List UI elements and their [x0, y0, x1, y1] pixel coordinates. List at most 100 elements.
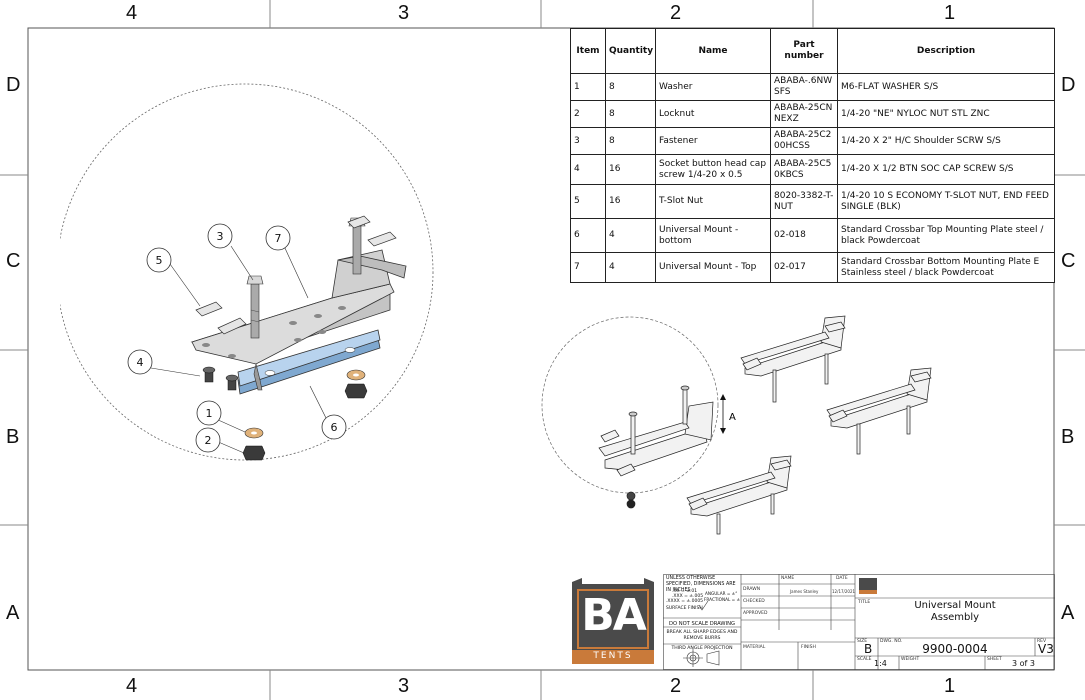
leader-lines — [150, 245, 331, 454]
bom-qty: 4 — [605, 218, 656, 253]
bom-desc: 1/4-20 "NE" NYLOC NUT STL ZNC — [837, 100, 1055, 128]
tb-rev: V3 — [1038, 642, 1054, 656]
bom-header-quantity: Quantity — [605, 28, 656, 74]
zone-left-c: C — [6, 250, 21, 272]
bom-qty: 8 — [605, 73, 656, 101]
bom-desc: 1/4-20 10 S ECONOMY T-SLOT NUT, END FEED… — [837, 184, 1055, 219]
bom-qty: 16 — [605, 184, 656, 219]
t-slot-nut — [347, 215, 371, 229]
bom-header-row: Item Quantity Name Part number Descripti… — [570, 28, 1055, 74]
tb-break-edges: BREAK ALL SHARP EDGES AND REMOVE BURRS — [666, 630, 738, 641]
tb-surface-finish: SURFACE FINISH — [666, 606, 703, 611]
zone-left-a: A — [6, 602, 20, 624]
bom-name: T-Slot Nut — [655, 184, 771, 219]
shoulder-bolt-long — [246, 275, 264, 339]
t-slot-nut — [195, 301, 223, 317]
mount-assembly-bottom — [686, 455, 792, 535]
tb-dwg-no: 9900-0004 — [922, 642, 988, 656]
tb-label-sheet: SHEET — [987, 657, 1002, 662]
table-row: 2 8 Locknut ABABA-25CNNEXZ 1/4-20 "NE" N… — [570, 100, 1055, 128]
tb-label-title: TITLE — [858, 600, 871, 605]
surface-finish-icon — [698, 600, 709, 611]
zone-right-c: C — [1061, 250, 1076, 272]
tb-scale: 1:4 — [874, 659, 887, 668]
tb-drawn-by: James Stanley — [790, 589, 819, 594]
tb-angular: ANGULAR = ±° — [705, 591, 738, 596]
exploded-detail-view — [60, 83, 434, 461]
bom-name: Fastener — [655, 127, 771, 155]
tb-title-line1: Universal Mount — [914, 600, 996, 611]
detail-a-marker: A — [720, 394, 736, 434]
bom-part: ABABA-25CNNEXZ — [770, 100, 838, 128]
bom-qty: 16 — [605, 154, 656, 185]
bom-part: ABABA-25C200HCSS — [770, 127, 838, 155]
bom-name: Washer — [655, 73, 771, 101]
mount-bottom-plate — [237, 329, 381, 395]
bom-qty: 4 — [605, 252, 656, 283]
zone-top-1: 1 — [944, 2, 956, 24]
zone-bottom-4: 4 — [126, 675, 138, 697]
bom-part: 02-018 — [770, 218, 838, 253]
zone-top-4: 4 — [126, 2, 138, 24]
button-head-screw — [202, 366, 216, 383]
title-block-grid — [663, 574, 1055, 670]
zone-left-d: D — [6, 74, 21, 96]
zone-top-2: 2 — [670, 2, 682, 24]
bom-desc: 1/4-20 X 1/2 BTN SOC CAP SCREW S/S — [837, 154, 1055, 185]
bom-item: 3 — [570, 127, 606, 155]
logo-banner: TENTS — [593, 651, 633, 661]
small-logo-icon — [859, 578, 877, 594]
tb-unless-note: UNLESS OTHERWISE SPECIFIED, DIMENSIONS A… — [666, 576, 736, 593]
bom-item: 4 — [570, 154, 606, 185]
tb-projection: THIRD ANGLE PROJECTION — [671, 646, 733, 651]
bom-desc: Standard Crossbar Top Mounting Plate ste… — [837, 218, 1055, 253]
bom-part: 02-017 — [770, 252, 838, 283]
tb-label-size: SIZE — [857, 639, 868, 644]
tb-tol-xxx: .XXX = ±.005 — [672, 594, 704, 599]
tb-title-line2: Assembly — [930, 612, 980, 623]
tb-label-dwg-no: DWG. NO. — [880, 639, 903, 644]
detail-a-circle — [541, 316, 719, 494]
table-row: 6 4 Universal Mount - bottom 02-018 Stan… — [570, 218, 1055, 253]
tb-label-finish: FINISH — [801, 645, 816, 650]
third-angle-projection-icon — [683, 649, 720, 667]
logo-shield-icon — [572, 578, 654, 664]
button-head-screw — [225, 374, 239, 391]
mount-in-detail-circle — [598, 385, 714, 509]
bom-item: 6 — [570, 218, 606, 253]
locknut — [242, 445, 266, 461]
tb-fractional: FRACTIONAL = ± — [704, 597, 740, 602]
bom-name: Locknut — [655, 100, 771, 128]
bom-header-name: Name — [655, 28, 771, 74]
tb-no-scale: DO NOT SCALE DRAWING — [668, 621, 735, 627]
tb-label-rev: REV — [1037, 639, 1047, 644]
table-row: 5 16 T-Slot Nut 8020-3382-T-NUT 1/4-20 1… — [570, 184, 1055, 219]
assembly-overview-view: A — [541, 315, 932, 535]
locknut — [344, 383, 368, 399]
zone-right-d: D — [1061, 74, 1076, 96]
tb-drawn-date: 12/17/2021 — [832, 589, 856, 594]
tb-label-checked: CHECKED — [743, 599, 765, 604]
tb-sheet: 3 of 3 — [1012, 659, 1035, 668]
bom-name: Universal Mount - bottom — [655, 218, 771, 253]
detail-circle — [60, 83, 434, 461]
zone-bottom-2: 2 — [670, 675, 682, 697]
company-logo: BA TENTS — [570, 578, 656, 665]
bom-part: 8020-3382-T-NUT — [770, 184, 838, 219]
mount-assembly-right — [826, 367, 932, 455]
bom-name: Universal Mount - Top — [655, 252, 771, 283]
zone-bottom-3: 3 — [398, 675, 410, 697]
bom-item: 5 — [570, 184, 606, 219]
table-row: 4 16 Socket button head cap screw 1/4-20… — [570, 154, 1055, 185]
mount-top-bracket — [190, 249, 407, 391]
bom-desc: M6-FLAT WASHER S/S — [837, 73, 1055, 101]
bom-header-item: Item — [570, 28, 606, 74]
t-slot-nut — [217, 317, 247, 335]
bom-qty: 8 — [605, 100, 656, 128]
tb-tol-xx: .XX = ±.01 — [672, 589, 698, 594]
bom-item: 2 — [570, 100, 606, 128]
bom-part: ABABA-.6NWSFS — [770, 73, 838, 101]
tb-label-approved: APPROVED — [743, 611, 768, 616]
bom-name: Socket button head cap screw 1/4-20 x 0.… — [655, 154, 771, 185]
